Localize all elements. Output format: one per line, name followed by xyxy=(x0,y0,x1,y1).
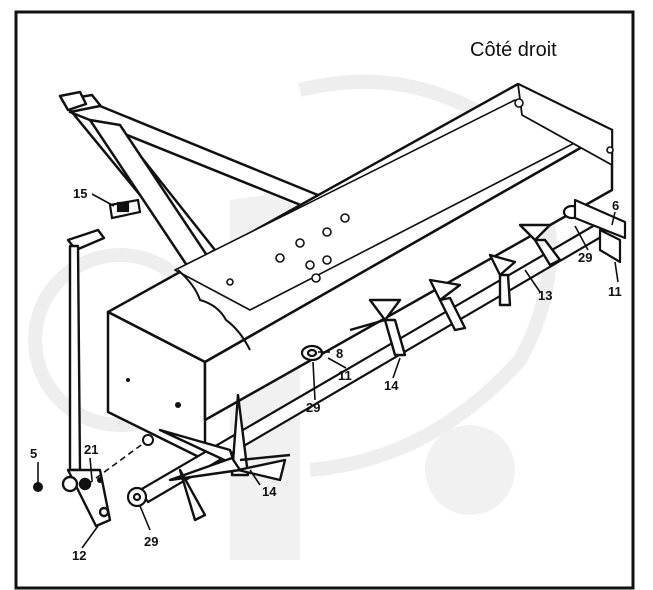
label-13: 13 xyxy=(538,288,552,303)
nuts xyxy=(33,378,181,492)
pin xyxy=(142,434,154,446)
label-29-middle: 29 xyxy=(306,400,320,415)
handle-lever xyxy=(61,228,112,528)
label-15: 15 xyxy=(73,186,87,201)
right-bracket xyxy=(573,198,627,264)
bearings xyxy=(126,204,582,508)
label-11-right: 11 xyxy=(608,284,622,299)
label-29-front: 29 xyxy=(144,534,158,549)
label-29-right: 29 xyxy=(578,250,592,265)
tine-assemblies xyxy=(158,223,562,522)
label-11-middle: 11 xyxy=(338,368,352,383)
pin-alignment-line xyxy=(87,439,149,485)
leader-lines xyxy=(37,193,619,549)
diagram-title: Côté droit xyxy=(470,39,557,61)
label-8: 8 xyxy=(336,346,343,361)
bolt-holes xyxy=(226,98,614,286)
label-14-front: 14 xyxy=(262,484,277,499)
label-5: 5 xyxy=(30,446,37,461)
part-labels: 15 6 29 11 13 8 11 14 29 5 21 14 29 12 xyxy=(30,186,622,563)
label-21: 21 xyxy=(84,442,98,457)
label-14-middle: 14 xyxy=(384,378,399,393)
label-12: 12 xyxy=(72,548,86,563)
latch-part xyxy=(108,198,142,220)
label-6: 6 xyxy=(612,198,619,213)
break-line xyxy=(177,269,251,351)
